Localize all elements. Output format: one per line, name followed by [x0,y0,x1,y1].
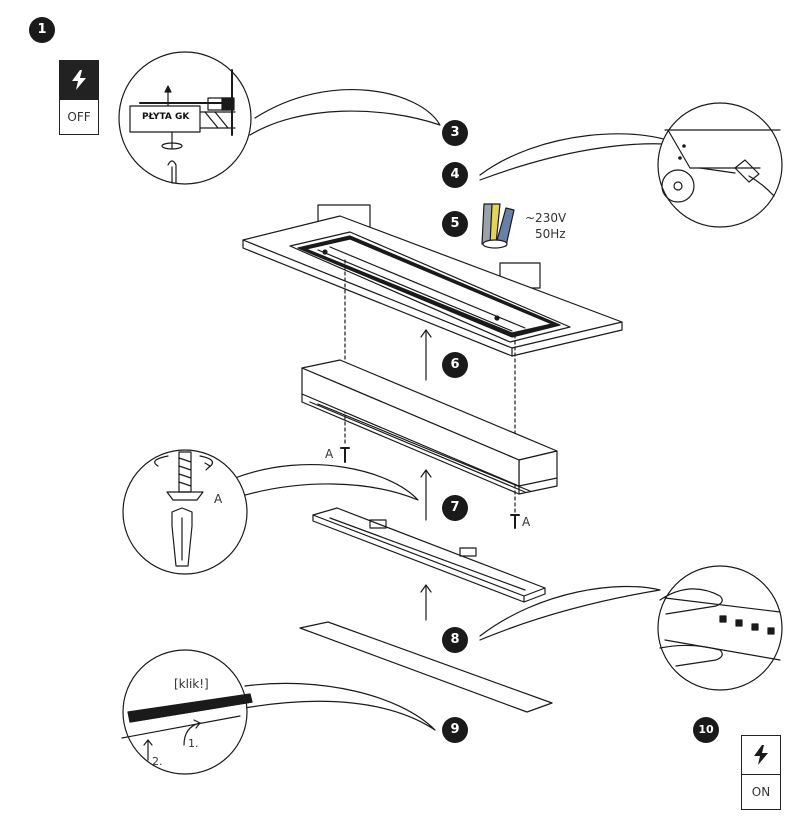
detail-hand-circle [479,565,783,691]
power-on-label: ON [751,785,771,799]
arrow-up-6 [420,329,432,381]
step-badge-9: 9 [442,717,468,743]
lightning-icon [742,736,780,775]
power-off-label: OFF [67,110,91,124]
screw-a-left-label: A [325,447,334,461]
step-badge-1: 1 [29,17,55,43]
diffuser-panel [299,621,553,713]
power-on-box: ON [741,735,781,810]
profile-housing [301,359,558,495]
board-label: PŁYTA GK [142,112,190,122]
step-badge-7: 7 [442,495,468,521]
screw-left [340,447,350,463]
arrow-up-7 [420,469,432,521]
screw-a-right-label: A [522,515,531,529]
wire-bundle [481,203,515,249]
step-badge-3: 3 [442,120,468,146]
step-badge-6: 6 [442,352,468,378]
arrow-1-label: 1. [188,737,199,750]
click-label: [klik!] [174,677,209,691]
led-module [312,507,546,603]
ceiling-frame [242,204,623,357]
step-badge-8: 8 [442,627,468,653]
frequency-label: 50Hz [535,227,566,241]
detail-tape-circle [479,102,783,228]
power-off-box: OFF [59,60,99,135]
arrow-up-8 [420,584,432,621]
detail-clamp-circle [118,51,441,185]
arrow-2-label: 2. [152,755,163,768]
step-badge-10: 10 [693,717,719,743]
screw-a-detail-label: A [214,492,223,506]
detail-click-circle [121,649,436,775]
step-badge-5: 5 [442,211,468,237]
step-badge-4: 4 [442,162,468,188]
detail-screw-circle [122,449,419,575]
screw-right [510,514,520,529]
lightning-icon [60,61,98,100]
voltage-label: ~230V [525,211,567,225]
